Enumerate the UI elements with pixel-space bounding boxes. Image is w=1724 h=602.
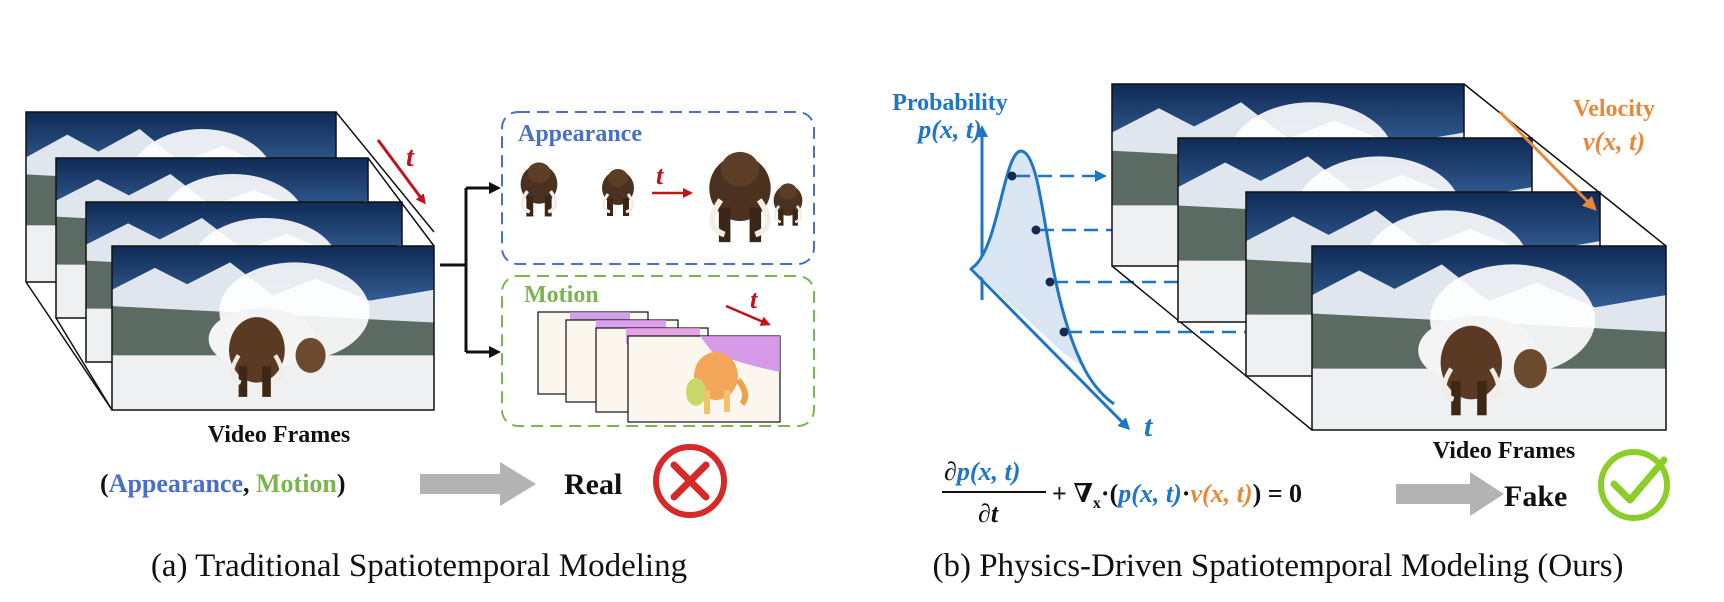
probability-label: Probability bbox=[892, 90, 1008, 116]
time-label-appearance: t bbox=[656, 161, 664, 190]
mammoth-front bbox=[521, 162, 558, 216]
tuple-comma: , bbox=[243, 469, 256, 498]
velocity-arrow bbox=[1498, 110, 1597, 211]
density-point-3 bbox=[1045, 277, 1055, 287]
result-fake: Fake bbox=[1504, 480, 1567, 513]
eq-close: ) = 0 bbox=[1253, 479, 1302, 508]
eq-rest: + ∇x·(p(x, t)·v(x, t)) = 0 bbox=[1052, 479, 1302, 512]
eq-dot: · bbox=[1182, 479, 1191, 508]
gray-arrow-a bbox=[420, 462, 536, 506]
appearance-box bbox=[501, 111, 815, 265]
t-axis-label: t bbox=[1144, 410, 1154, 443]
velocity-symbol: v(x, t) bbox=[1583, 127, 1645, 156]
frame-4 bbox=[111, 245, 435, 411]
optical-flow-stack bbox=[537, 311, 781, 423]
motion-label: Motion bbox=[524, 282, 599, 308]
probability-symbol: p(x, t) bbox=[916, 115, 982, 144]
tuple-expression: (Appearance, Motion) bbox=[100, 469, 346, 498]
density-point-4 bbox=[1059, 327, 1069, 337]
continuity-equation: ∂p(x, t) ∂t + ∇x·(p(x, t)·v(x, t)) = 0 bbox=[942, 457, 1302, 528]
check-icon bbox=[1598, 449, 1670, 521]
tuple-motion: Motion bbox=[256, 469, 337, 498]
caption-b: (b) Physics-Driven Spatiotemporal Modeli… bbox=[932, 548, 1623, 584]
time-label-a: t bbox=[406, 142, 415, 173]
motion-box bbox=[501, 275, 815, 427]
tuple-appearance: Appearance bbox=[109, 469, 243, 498]
eq-sub-x: x bbox=[1093, 495, 1101, 512]
mammoth-small bbox=[600, 168, 636, 218]
gray-arrow-b bbox=[1396, 472, 1504, 516]
eq-numerator: ∂p(x, t) bbox=[944, 457, 1020, 486]
time-arrow-a bbox=[376, 139, 426, 205]
time-label-motion: t bbox=[750, 285, 758, 314]
eq-p-term: p(x, t) bbox=[1116, 479, 1182, 508]
time-arrow-motion bbox=[725, 304, 771, 326]
mammoth-large bbox=[709, 152, 770, 242]
panel-a-frame-stack bbox=[25, 111, 435, 411]
eq-num-p: p(x, t) bbox=[955, 457, 1021, 486]
caption-a: (a) Traditional Spatiotemporal Modeling bbox=[151, 548, 687, 584]
density-curve bbox=[971, 149, 1115, 406]
density-point-1 bbox=[1007, 171, 1017, 181]
eq-denominator: ∂t bbox=[978, 499, 999, 528]
tuple-close: ) bbox=[337, 469, 346, 498]
result-real: Real bbox=[564, 468, 622, 501]
t-axis bbox=[968, 266, 1131, 431]
panel-b-frame-stack bbox=[1111, 83, 1667, 431]
tuple-open: ( bbox=[100, 469, 109, 498]
eq-partial: ∂ bbox=[944, 457, 957, 486]
frame-b-4 bbox=[1311, 245, 1667, 431]
mammoth-calf bbox=[772, 181, 804, 228]
appearance-label: Appearance bbox=[518, 121, 642, 147]
flow-frame-4 bbox=[627, 335, 781, 423]
panel-b-frames-label: Video Frames bbox=[1433, 438, 1575, 464]
eq-v-term: v(x, t) bbox=[1190, 479, 1252, 508]
eq-plus-nabla: + ∇ bbox=[1052, 479, 1093, 508]
density-area bbox=[972, 151, 1084, 368]
cross-icon bbox=[653, 444, 727, 518]
branch-arrows bbox=[440, 182, 501, 358]
eq-dot-open: ·( bbox=[1101, 479, 1118, 508]
density-point-2 bbox=[1031, 225, 1041, 235]
velocity-label: Velocity bbox=[1573, 96, 1655, 122]
panel-a-frames-label: Video Frames bbox=[208, 422, 350, 448]
